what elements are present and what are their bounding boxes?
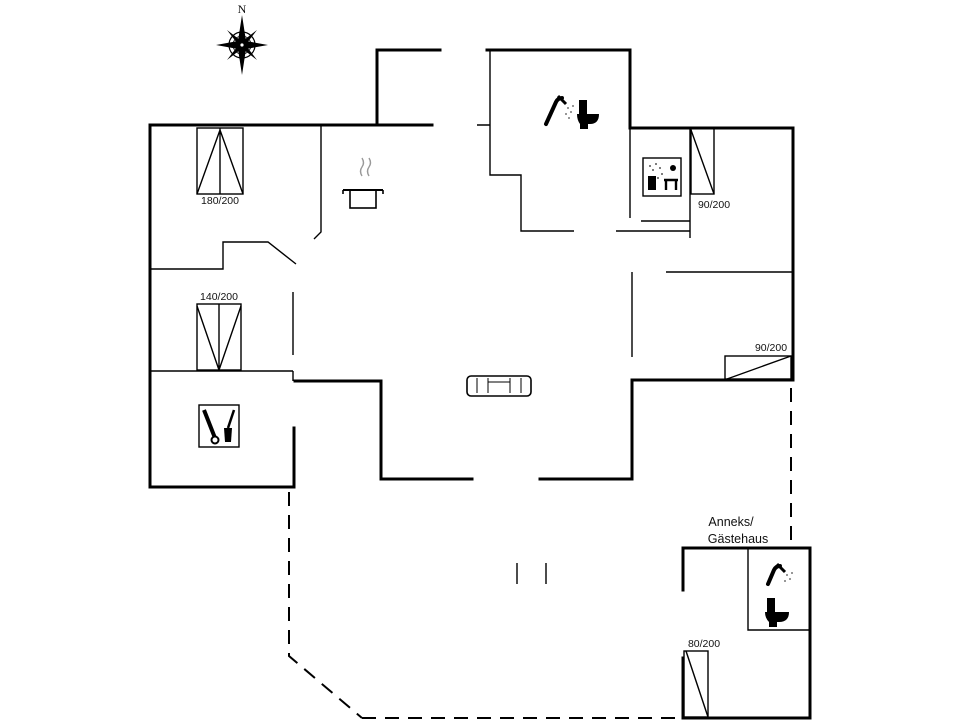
bed-90-b-label: 90/200 (755, 342, 787, 354)
shower-icon (544, 94, 574, 126)
sofa-icon (466, 375, 532, 397)
bed-180-label: 180/200 (201, 195, 239, 207)
exterior-walls (148, 48, 795, 489)
bed-90-200-a (690, 127, 715, 195)
bed-90-a-label: 90/200 (698, 199, 730, 211)
annex-toilet-icon (765, 598, 789, 627)
bed-80-label: 80/200 (688, 638, 720, 650)
bed-80-200 (683, 650, 709, 718)
bed-140-label: 140/200 (200, 291, 238, 303)
annex-label-line1: Anneks/ (708, 515, 754, 529)
bed-90-200-b (724, 355, 792, 380)
annex-label-line2: Gästehaus (708, 532, 768, 546)
terrace-outline (288, 388, 792, 719)
bed-180-200 (196, 127, 244, 195)
interior-walls (150, 50, 793, 584)
toilet-icon (577, 100, 599, 129)
compass-icon (216, 15, 268, 75)
kitchen-pot-icon (342, 157, 384, 209)
sauna-icon (642, 157, 682, 197)
annex-shower-icon (766, 562, 793, 586)
bed-140-200 (196, 303, 242, 371)
annex-building (681, 546, 812, 720)
compass-north-label: N (238, 2, 247, 16)
utility-room-icon (198, 404, 240, 448)
